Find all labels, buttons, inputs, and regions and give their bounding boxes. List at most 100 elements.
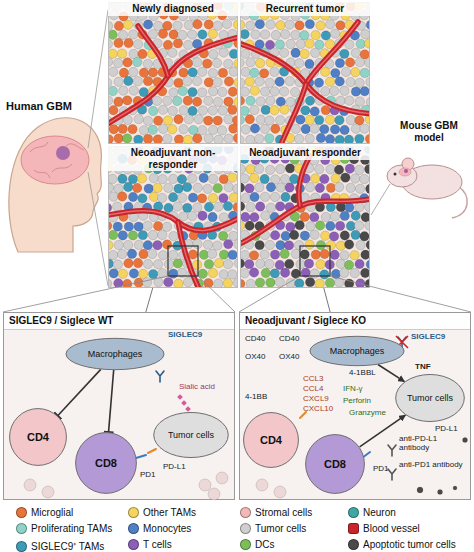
tissue-cell (139, 249, 148, 258)
tissue-cell (123, 20, 132, 29)
zoom-line (239, 276, 300, 312)
tissue-cell (134, 114, 143, 123)
tissue-cell (228, 270, 237, 279)
legend-entry: Monocytes (128, 523, 191, 534)
tissue-cell (336, 96, 345, 105)
tissue-cell (173, 21, 182, 30)
tissue-cell (355, 259, 364, 268)
tissue-cell (169, 269, 178, 278)
vessel (108, 36, 238, 127)
tissue-cell (114, 97, 123, 106)
tissue-cell (335, 77, 344, 86)
tissue-cell (350, 251, 359, 260)
tissue-cell (290, 87, 299, 96)
tissue-cell (256, 259, 265, 268)
tissue-cell (286, 39, 295, 48)
background-cell (208, 488, 220, 500)
tissue-cell (315, 183, 324, 192)
tissue-cell (138, 230, 147, 239)
annotation-label: OX40 (279, 352, 299, 361)
legend-text: Microglial (31, 507, 73, 518)
tissue-cell (266, 183, 275, 192)
tissue-cell (245, 77, 254, 86)
tissue-cell (198, 106, 207, 115)
tissue-cell (276, 183, 285, 192)
tissue-cell (275, 277, 284, 286)
legend-entry: DCs (240, 539, 274, 550)
tissue-cell (148, 106, 157, 115)
tissue-cell (158, 29, 167, 38)
tissue-cell (218, 106, 227, 115)
tissue-cell (153, 116, 162, 125)
tissue-cell (113, 260, 122, 269)
legend-swatch (16, 523, 27, 534)
tissue-cell (143, 259, 152, 268)
legend-entry: SIGLEC9⁺ TAMs (16, 539, 104, 552)
cell-shape: Tumor cells (395, 374, 465, 422)
tissue-cell (346, 221, 355, 230)
tissue-cell (355, 165, 364, 174)
tissue-cell (114, 38, 123, 47)
tissue-cell (294, 134, 303, 143)
cell-body (76, 433, 137, 494)
tissue-cell (213, 78, 222, 87)
tissue-cell (241, 212, 250, 221)
legend-text: Stromal cells (255, 507, 312, 518)
tissue-cell (336, 259, 345, 268)
cell-body (10, 409, 67, 466)
tissue-cell (203, 184, 212, 193)
tissue-cell (119, 68, 128, 77)
siglec-receptor (156, 371, 164, 382)
tissue-cell (189, 125, 198, 134)
tissue-cell (168, 106, 177, 115)
tissue-cell (285, 164, 294, 173)
brain (21, 136, 89, 184)
tissue-cell (213, 241, 222, 250)
tissue-cell (143, 221, 152, 230)
tissue-cell (340, 231, 349, 240)
tissue-cell (108, 30, 117, 39)
tissue-cell (223, 278, 232, 287)
tissue-cell (193, 203, 202, 212)
tissue-cell (188, 30, 197, 39)
cell-shape: CD4 (9, 408, 67, 466)
vessel-highlight (280, 84, 306, 144)
tissue-cell (128, 231, 137, 240)
tissue-cell (296, 39, 305, 48)
tissue-cell (240, 250, 249, 259)
cell-shape: CD8 (305, 434, 365, 494)
tissue-cell (255, 58, 264, 67)
tissue-cell (139, 269, 148, 278)
tissue-cell (188, 87, 197, 96)
tissue-cell (114, 134, 123, 143)
legend-entry: Proliferating TAMs (16, 523, 112, 534)
annotation-label: PD1 (373, 464, 389, 473)
annotation-label: CCL3 (303, 374, 323, 383)
tissue-cell (316, 133, 325, 142)
tissue-cell (356, 240, 365, 249)
leader-line (88, 10, 108, 148)
tissue-cell (250, 213, 259, 222)
tissue-cell (355, 116, 364, 125)
tissue-cell (228, 173, 237, 182)
tissue-cell (194, 114, 203, 123)
tissue-cell (149, 174, 158, 183)
tissue-cell (188, 250, 197, 259)
tissue-cell (361, 213, 370, 222)
tissue-cell (335, 182, 344, 191)
panel-ground (4, 313, 235, 500)
tissue-cell (218, 68, 227, 77)
tissue-cell (169, 88, 178, 97)
sialic-acid (185, 406, 191, 412)
tissue-cell (330, 29, 339, 38)
tissue-cell (138, 49, 147, 58)
vessel (178, 222, 200, 288)
tissue-cell (224, 134, 233, 143)
tissue-cell (204, 78, 213, 87)
tissue-cell (316, 240, 325, 249)
tissue-cell (179, 125, 188, 134)
tissue-cell (188, 68, 197, 77)
tissue-cell (241, 125, 250, 134)
tissue-ground (240, 2, 370, 144)
